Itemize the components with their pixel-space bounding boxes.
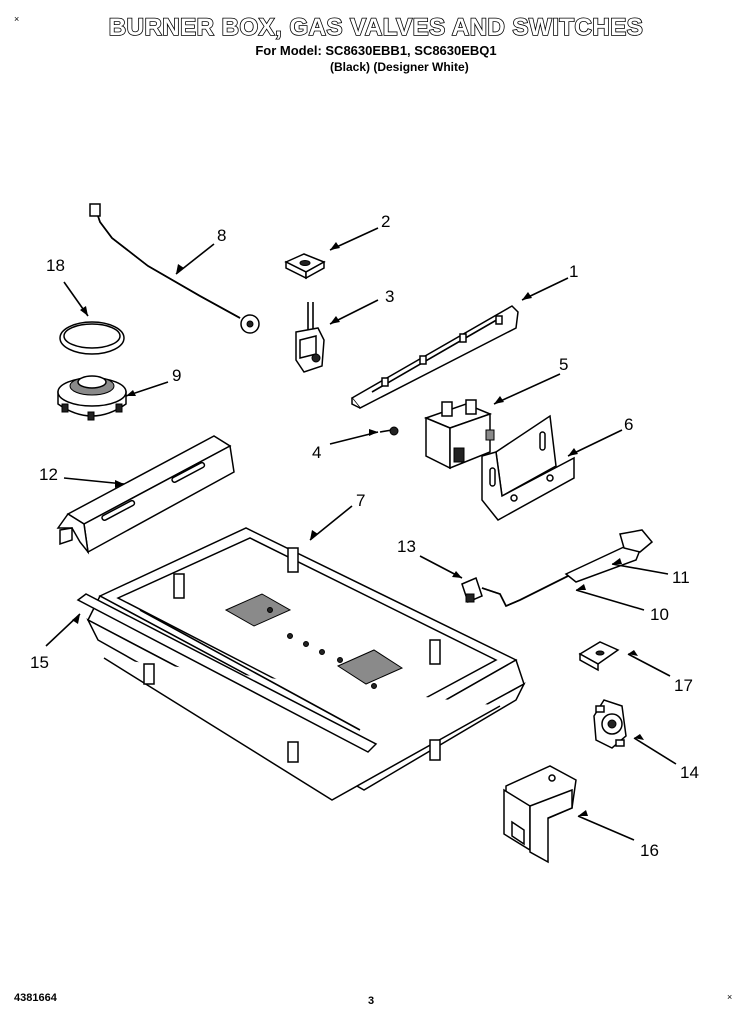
part-8-gas-tube bbox=[89, 203, 260, 334]
part-1-bracket bbox=[350, 305, 519, 409]
part-9-burner-base bbox=[57, 375, 127, 421]
callout-8: 8 bbox=[217, 226, 227, 245]
part-10-wire bbox=[481, 559, 601, 608]
part-14-gas-valve bbox=[593, 699, 627, 749]
callout-4: 4 bbox=[312, 443, 322, 462]
callout-1: 1 bbox=[569, 262, 579, 281]
page-title: BURNER BOX, GAS VALVES AND SWITCHES bbox=[108, 13, 644, 42]
model-variants: (Black) (Designer White) bbox=[330, 60, 469, 74]
callout-6: 6 bbox=[624, 415, 634, 434]
page-number: 3 bbox=[368, 995, 375, 1007]
part-16-bracket bbox=[503, 765, 577, 864]
corner-mark-top-left: × bbox=[14, 14, 20, 24]
part-4-screw bbox=[379, 426, 399, 436]
part-18-ring bbox=[59, 321, 125, 355]
callout-16: 16 bbox=[640, 841, 659, 860]
callout-15: 15 bbox=[30, 653, 49, 672]
part-12-channel bbox=[56, 435, 235, 555]
leader-arrowheads bbox=[72, 242, 644, 816]
callout-9: 9 bbox=[172, 366, 182, 385]
document-number: 4381664 bbox=[14, 992, 57, 1004]
model-numbers: For Model: SC8630EBB1, SC8630EBQ1 bbox=[255, 43, 497, 58]
callout-13: 13 bbox=[397, 537, 416, 556]
callout-3: 3 bbox=[385, 287, 395, 306]
part-11-electrode bbox=[564, 529, 654, 583]
callout-10: 10 bbox=[650, 605, 669, 624]
part-6-l-bracket bbox=[481, 414, 575, 521]
callout-11: 11 bbox=[672, 568, 690, 587]
part-15-front-strip bbox=[76, 593, 378, 753]
corner-mark-bottom-right: × bbox=[727, 992, 733, 1002]
callout-5: 5 bbox=[559, 355, 569, 374]
callout-14: 14 bbox=[680, 763, 699, 782]
callout-18: 18 bbox=[46, 256, 65, 275]
part-3-switch bbox=[295, 302, 325, 373]
callout-17: 17 bbox=[674, 676, 693, 695]
part-2-clip bbox=[284, 253, 326, 280]
part-5-spark-module bbox=[423, 399, 495, 470]
part-13-connector bbox=[461, 576, 483, 604]
callout-7: 7 bbox=[356, 491, 366, 510]
part-7-burner-box bbox=[86, 527, 526, 801]
callout-12: 12 bbox=[39, 465, 58, 484]
part-17-pad bbox=[578, 641, 620, 672]
callout-2: 2 bbox=[381, 212, 391, 231]
